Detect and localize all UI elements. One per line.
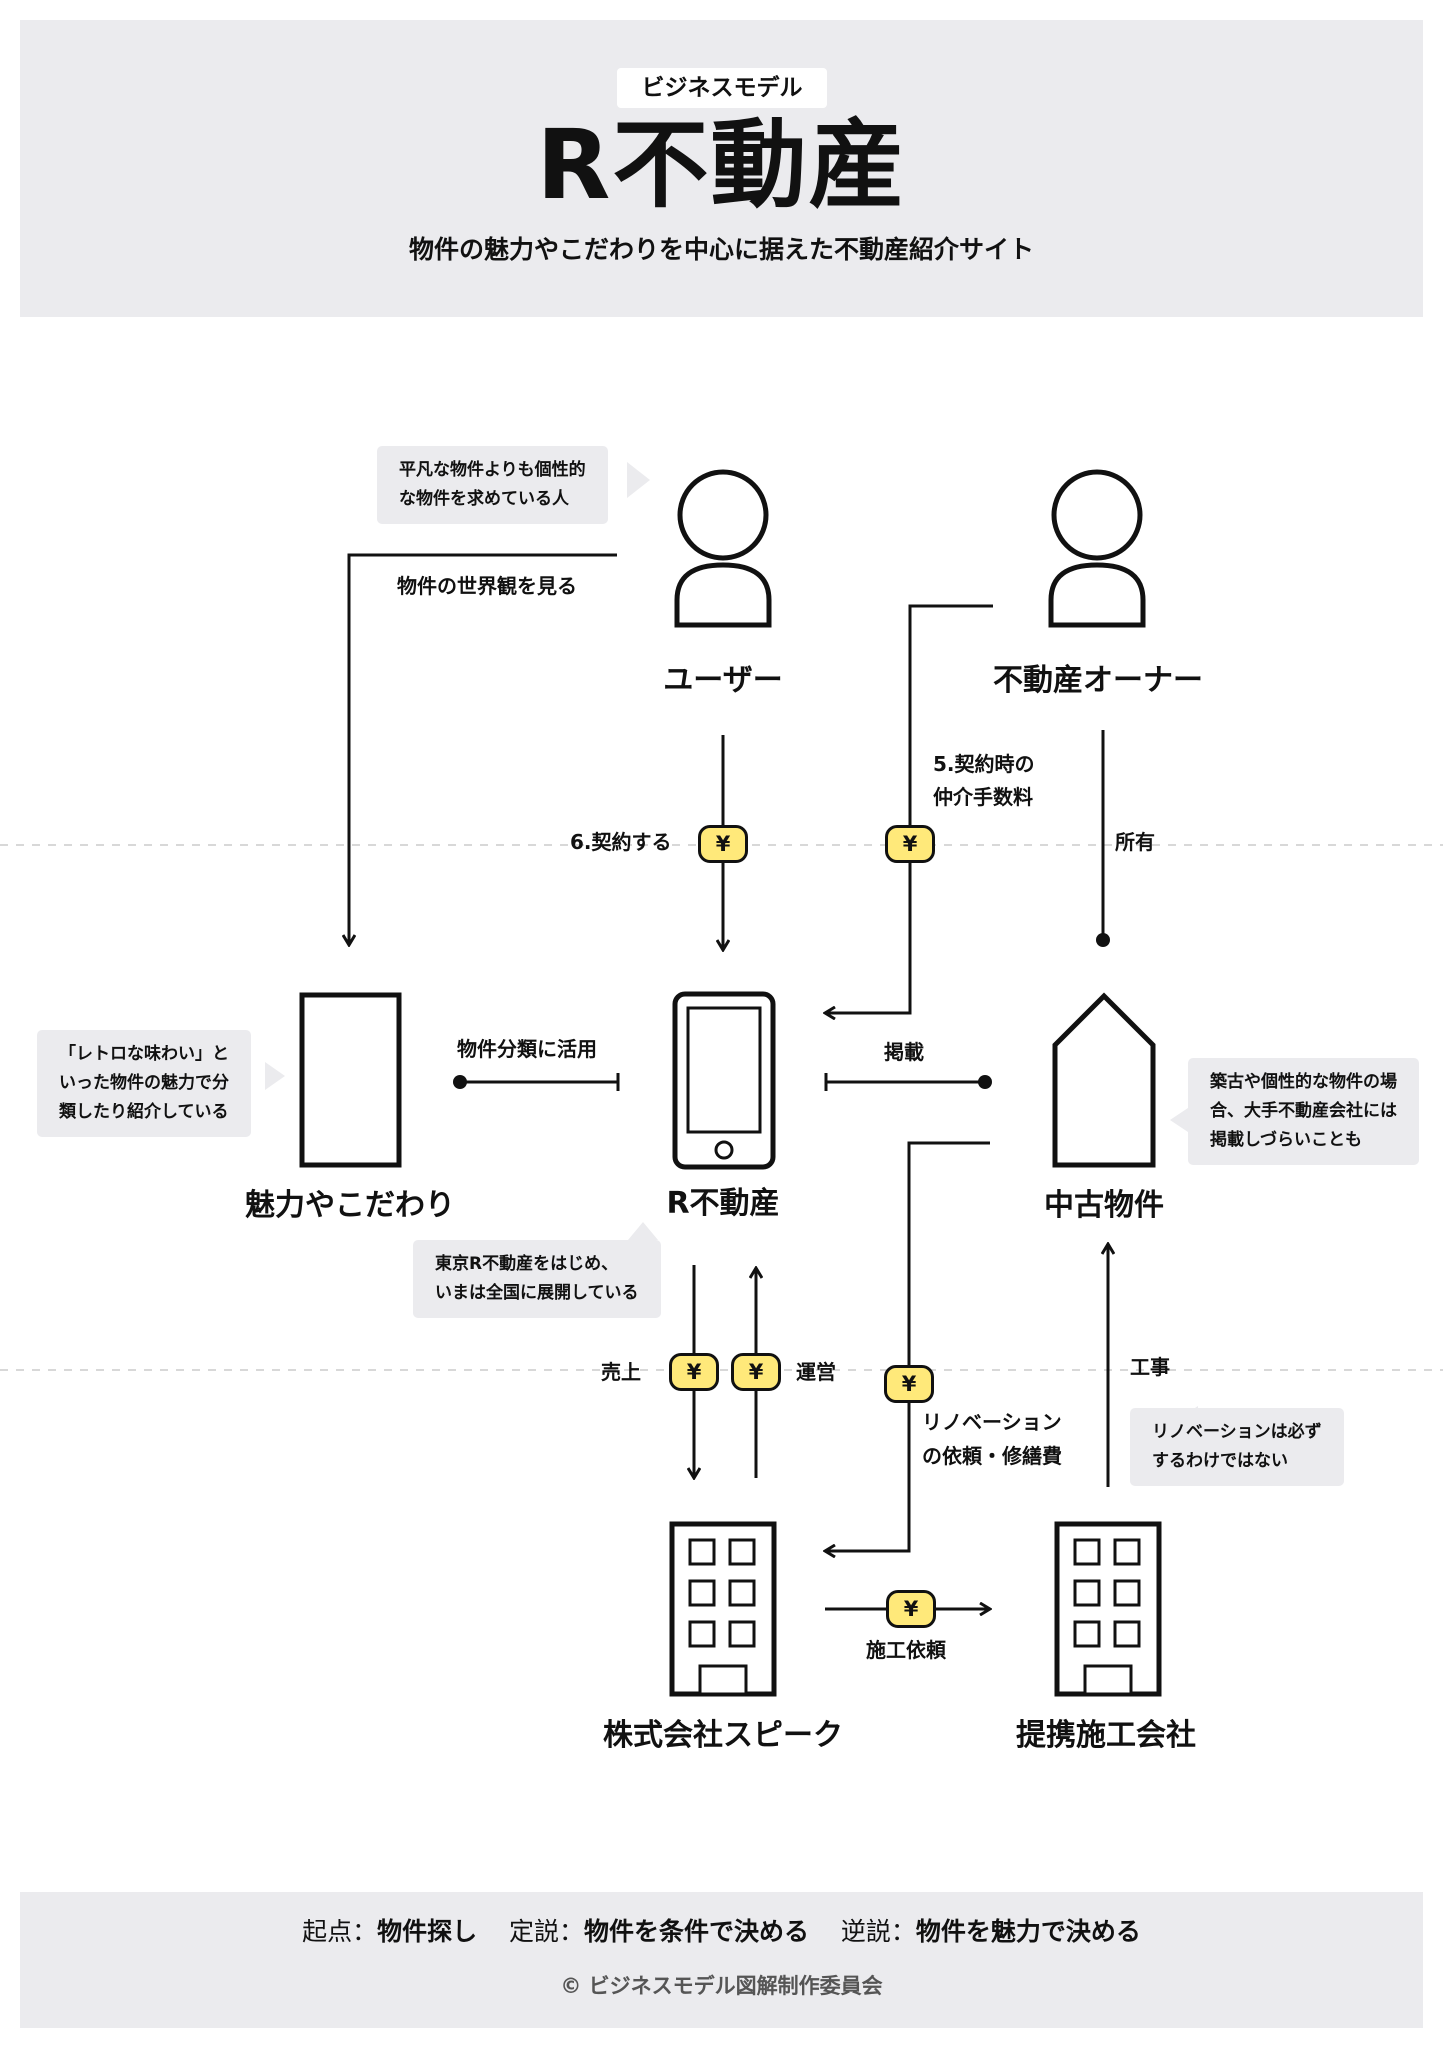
edge-label-own: 所有 <box>1115 830 1155 854</box>
edge-label-classify: 物件分類に活用 <box>457 1037 597 1061</box>
listing-endpoint-dot <box>978 1075 992 1089</box>
charm-card-icon <box>299 992 402 1168</box>
note-app: 東京R不動産をはじめ、 いまは全国に展開している <box>413 1240 661 1318</box>
thesis-value: 物件を条件で決める <box>584 1917 810 1946</box>
node-charm-label: 魅力やこだわり <box>245 1188 455 1223</box>
smartphone-icon <box>672 991 776 1170</box>
antithesis-value: 物件を魅力で決める <box>915 1917 1141 1946</box>
note-user-pointer <box>627 462 650 498</box>
yen-badge-renovation: ¥ <box>884 1365 934 1403</box>
note-property: 築古や個性的な物件の場 合、大手不動産会社には 掲載しづらいことも <box>1188 1058 1419 1165</box>
edge-label-view-world: 物件の世界観を見る <box>397 574 577 598</box>
yen-badge-order: ¥ <box>886 1590 936 1628</box>
edge-user-to-charm <box>349 553 617 945</box>
edge-label-operation: 運営 <box>796 1360 836 1384</box>
node-app-label: R不動産 <box>666 1186 780 1221</box>
page-title: R不動産 <box>536 109 907 221</box>
note-user: 平凡な物件よりも個性的 な物件を求めている人 <box>377 446 608 524</box>
edge-label-sales: 売上 <box>601 1360 641 1384</box>
own-endpoint-dot <box>1096 933 1110 947</box>
note-charm: 「レトロな味わい」と いった物件の魅力で分 類したり紹介している <box>37 1030 251 1137</box>
note-property-pointer <box>1170 1108 1188 1132</box>
edge-label-listing: 掲載 <box>884 1040 924 1064</box>
note-charm-pointer <box>265 1062 285 1090</box>
classify-endpoint-dot <box>453 1075 467 1089</box>
node-owner-label: 不動産オーナー <box>993 663 1203 698</box>
edge-property-to-speak <box>825 1141 990 1551</box>
node-property-label: 中古物件 <box>1044 1188 1164 1223</box>
user-person-icon <box>674 469 772 628</box>
origin-label: 起点： <box>302 1917 378 1946</box>
page-subtitle: 物件の魅力やこだわりを中心に据えた不動産紹介サイト <box>408 235 1034 264</box>
owner-person-icon <box>1048 469 1146 628</box>
edge-label-fee-line2: 仲介手数料 <box>933 785 1033 809</box>
yen-badge-contract: ¥ <box>698 825 748 863</box>
origin-value: 物件探し <box>377 1917 478 1946</box>
node-partner-label: 提携施工会社 <box>1016 1718 1196 1753</box>
edge-label-renovation-line1: リノベーション <box>922 1410 1062 1434</box>
yen-badge-fee: ¥ <box>885 825 935 863</box>
yen-badge-operation: ¥ <box>731 1353 781 1391</box>
node-speak-label: 株式会社スピーク <box>603 1718 843 1753</box>
copyright: © ビジネスモデル図解制作委員会 <box>560 1974 883 1998</box>
edge-label-fee-line1: 5.契約時の <box>933 752 1035 776</box>
node-user-label: ユーザー <box>663 663 783 698</box>
edge-label-construction: 工事 <box>1130 1355 1170 1379</box>
edge-owner-to-app <box>825 604 993 1013</box>
footer-band <box>20 1892 1423 2028</box>
antithesis-label: 逆説： <box>840 1917 916 1946</box>
edge-label-order: 施工依頼 <box>866 1638 946 1662</box>
house-icon <box>1052 992 1156 1168</box>
note-app-pointer <box>628 1222 658 1240</box>
speak-building-icon <box>669 1521 777 1697</box>
edge-label-renovation-line2: の依頼・修繕費 <box>922 1444 1062 1468</box>
note-renovation: リノベーションは必ず するわけではない <box>1130 1408 1344 1486</box>
yen-badge-sales: ¥ <box>669 1353 719 1391</box>
edge-label-contract: 6.契約する <box>570 830 672 854</box>
footer-summary: 起点：物件探し 定説：物件を条件で決める 逆説：物件を魅力で決める <box>20 1912 1423 1948</box>
partner-building-icon <box>1054 1521 1162 1697</box>
category-badge: ビジネスモデル <box>617 68 827 108</box>
thesis-label: 定説： <box>508 1917 584 1946</box>
